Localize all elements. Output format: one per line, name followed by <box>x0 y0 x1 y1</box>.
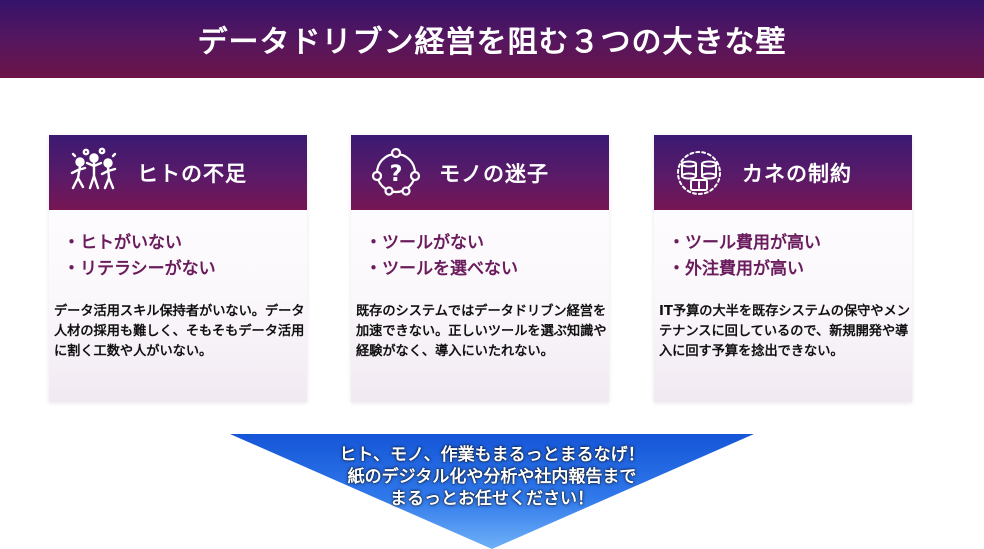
card-kane: カネの制約 ・ツール費用が高い ・外注費用が高い IT予算の大半を既存システムの… <box>654 135 912 402</box>
card-title: ヒトの不足 <box>137 161 247 186</box>
banner-line: まるっとお任せください！ <box>390 489 594 509</box>
card-hito: ヒトの不足 ・ヒトがいない ・リテラシーがない データ活用スキル保持者がいない。… <box>49 135 307 402</box>
question-icon: ? <box>365 144 427 202</box>
bullet-item: ・リテラシーがない <box>63 259 216 279</box>
bullet-item: ・ツールがない <box>365 233 484 253</box>
banner-line: 紙のデジタル化や分析や社内報告まで <box>347 467 637 487</box>
bullet-item: ・外注費用が高い <box>668 259 804 279</box>
bullet-list: ・ヒトがいない ・リテラシーがない <box>63 230 216 282</box>
card-description: 既存のシステムではデータドリブン経営を加速できない。正しいツールを選ぶ知識や経験… <box>356 304 607 359</box>
down-arrow-banner: ヒト、モノ、作業もまるっとまるなげ！ 紙のデジタル化や分析や社内報告まで まるっ… <box>230 434 754 549</box>
title-bar: データドリブン経営を阻む３つの大きな壁 <box>0 0 984 78</box>
card-mono: ? モノの迷子 ・ツールがない ・ツールを選べない 既存のシステムではデータドリ… <box>351 135 609 402</box>
bullet-item: ・ツール費用が高い <box>668 233 821 253</box>
people-icon <box>63 144 125 202</box>
banner-line: ヒト、モノ、作業もまるっとまるなげ！ <box>339 445 645 465</box>
page-title: データドリブン経営を阻む３つの大きな壁 <box>197 25 787 60</box>
money-stack-icon <box>668 144 730 202</box>
card-description: IT予算の大半を既存システムの保守やメンテナンスに回しているので、新規開発や導入… <box>659 304 910 359</box>
banner-text: ヒト、モノ、作業もまるっとまるなげ！ 紙のデジタル化や分析や社内報告まで まるっ… <box>230 444 754 510</box>
card-description: データ活用スキル保持者がいない。データ人材の採用も難しく、そもそもデータ活用に割… <box>54 304 305 359</box>
card-header: ? モノの迷子 <box>351 135 609 210</box>
card-header: ヒトの不足 <box>49 135 307 210</box>
bullet-list: ・ツールがない ・ツールを選べない <box>365 230 518 282</box>
card-title: カネの制約 <box>742 161 852 186</box>
card-header: カネの制約 <box>654 135 912 210</box>
down-arrow-shape <box>230 434 754 549</box>
bullet-item: ・ツールを選べない <box>365 259 518 279</box>
card-title: モノの迷子 <box>439 161 549 186</box>
bullet-item: ・ヒトがいない <box>63 233 182 253</box>
bullet-list: ・ツール費用が高い ・外注費用が高い <box>668 230 821 282</box>
svg-text:?: ? <box>390 162 403 187</box>
